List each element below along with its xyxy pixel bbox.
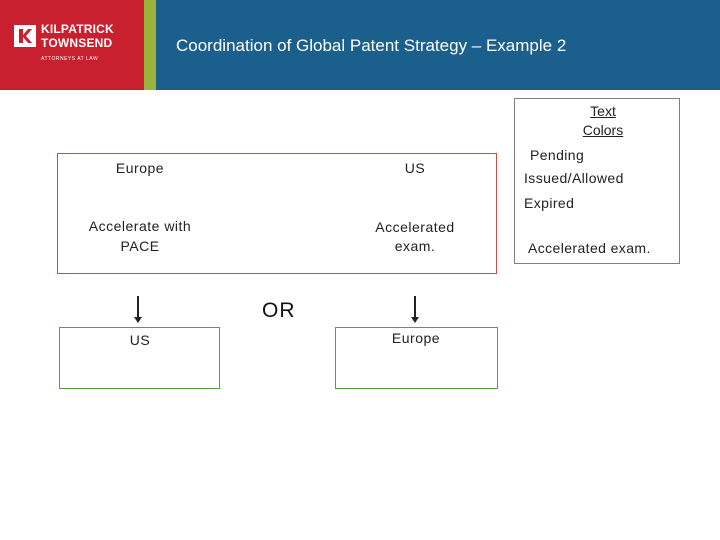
legend-item-pending: Pending — [530, 147, 584, 163]
legend-item-issued: Issued/Allowed — [524, 170, 624, 186]
arrow-left — [137, 296, 139, 318]
top-left-label: Europe — [90, 160, 190, 176]
arrow-right — [414, 296, 416, 318]
page-title: Coordination of Global Patent Strategy –… — [176, 36, 566, 56]
top-right-label: US — [385, 160, 445, 176]
bottom-left-label: US — [110, 332, 170, 348]
legend-item-expired: Expired — [524, 195, 574, 211]
logo-tagline: ATTORNEYS AT LAW — [41, 56, 98, 62]
logo-divider — [137, 0, 144, 90]
logo-accent-stripe — [144, 0, 156, 90]
logo: KILPATRICK TOWNSEND ATTORNEYS AT LAW — [0, 0, 137, 90]
arrow-left-head — [134, 317, 142, 323]
legend-title: Text Colors — [566, 102, 640, 140]
logo-name: KILPATRICK TOWNSEND — [41, 22, 114, 50]
arrow-right-head — [411, 317, 419, 323]
header-bar: KILPATRICK TOWNSEND ATTORNEYS AT LAW Coo… — [0, 0, 720, 90]
or-label: OR — [262, 299, 296, 323]
legend-item-accelerated: Accelerated exam. — [528, 240, 651, 256]
mid-right-label: Accelerated exam. — [355, 218, 475, 256]
bottom-right-label: Europe — [366, 330, 466, 346]
logo-k-icon — [14, 25, 36, 47]
mid-left-label: Accelerate with PACE — [70, 216, 210, 256]
